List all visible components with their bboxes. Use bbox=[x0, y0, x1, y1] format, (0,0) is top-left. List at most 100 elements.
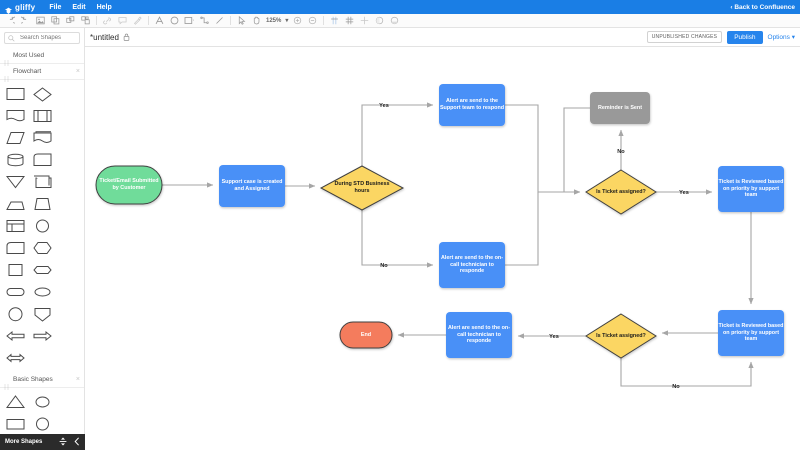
guides-icon[interactable] bbox=[327, 14, 342, 28]
connector-icon[interactable] bbox=[197, 14, 212, 28]
node-reminder[interactable] bbox=[590, 92, 650, 124]
shape-internal-storage[interactable] bbox=[29, 171, 56, 193]
shape-database[interactable] bbox=[2, 149, 29, 171]
text-icon[interactable] bbox=[152, 14, 167, 28]
shape-square[interactable] bbox=[2, 259, 29, 281]
more-shapes-label: More Shapes bbox=[5, 439, 43, 445]
node-std[interactable] bbox=[319, 165, 405, 211]
ungroup-icon[interactable] bbox=[78, 14, 93, 28]
shape-parallelogram[interactable] bbox=[2, 127, 29, 149]
shape-process[interactable] bbox=[2, 83, 29, 105]
shape-big-circle[interactable] bbox=[2, 303, 29, 325]
close-section-icon[interactable]: × bbox=[75, 376, 80, 383]
search-shapes-input[interactable] bbox=[18, 34, 76, 42]
sidebar-section-basic-shapes[interactable]: Basic Shapes × bbox=[0, 372, 84, 390]
edge-reminder-isticket1 bbox=[563, 107, 590, 195]
edge-isticket2-review2 bbox=[620, 358, 754, 387]
layers-icon[interactable] bbox=[387, 14, 402, 28]
shape-shield[interactable] bbox=[29, 303, 56, 325]
node-review-2[interactable] bbox=[718, 310, 784, 356]
edge-label-yes-1: Yes bbox=[379, 103, 389, 109]
menu-edit[interactable]: Edit bbox=[72, 3, 86, 11]
node-alert-oncall-2[interactable] bbox=[446, 312, 512, 358]
rectangle-icon[interactable] bbox=[182, 14, 197, 28]
publish-button[interactable]: Publish bbox=[727, 30, 763, 44]
expand-icon[interactable] bbox=[59, 437, 67, 448]
edge-alertsup-isticket1 bbox=[505, 104, 581, 195]
grid-icon[interactable] bbox=[342, 14, 357, 28]
shape-hexagon[interactable] bbox=[29, 237, 56, 259]
shape-circle[interactable] bbox=[29, 215, 56, 237]
close-section-icon[interactable]: × bbox=[75, 68, 80, 75]
shape-terminator[interactable] bbox=[2, 281, 29, 303]
title-bar-actions: UNPUBLISHED CHANGES Publish Options ▾ bbox=[646, 30, 795, 44]
lock-icon[interactable] bbox=[123, 28, 130, 46]
shape-triangle[interactable] bbox=[2, 391, 29, 413]
shape-merge[interactable] bbox=[2, 171, 29, 193]
edge-std-alertsup bbox=[361, 102, 434, 166]
node-alert-oncall-1[interactable] bbox=[439, 242, 505, 288]
diagram-canvas[interactable]: Yes No No Yes Yes No bbox=[86, 48, 800, 450]
back-to-confluence-link[interactable]: ‹ Back to Confluence bbox=[730, 3, 795, 11]
copy-icon[interactable] bbox=[48, 14, 63, 28]
hand-icon[interactable] bbox=[249, 14, 264, 28]
line-icon[interactable] bbox=[212, 14, 227, 28]
shape-arrow-left[interactable] bbox=[2, 325, 29, 347]
options-button[interactable]: Options ▾ bbox=[767, 34, 795, 41]
pointer-icon[interactable] bbox=[234, 14, 249, 28]
shape-flat-hexagon[interactable] bbox=[29, 259, 56, 281]
edge-label-no-2: No bbox=[617, 149, 625, 155]
node-start[interactable] bbox=[95, 165, 163, 205]
shape-arrow-bidirectional[interactable] bbox=[2, 347, 29, 369]
redo-icon[interactable] bbox=[18, 14, 33, 28]
shape-document[interactable] bbox=[2, 105, 29, 127]
link-icon[interactable] bbox=[100, 14, 115, 28]
node-end[interactable] bbox=[339, 321, 393, 349]
shape-circle-basic[interactable] bbox=[29, 413, 56, 435]
shape-rectangle[interactable] bbox=[2, 413, 29, 435]
unpublished-changes-badge[interactable]: UNPUBLISHED CHANGES bbox=[646, 31, 723, 43]
zoom-dropdown-caret-icon[interactable]: ▾ bbox=[285, 18, 289, 24]
sidebar-section-flowchart[interactable]: Flowchart × bbox=[0, 64, 84, 82]
group-icon[interactable] bbox=[63, 14, 78, 28]
ellipse-icon[interactable] bbox=[167, 14, 182, 28]
shape-multi-document[interactable] bbox=[29, 127, 56, 149]
shape-oval[interactable] bbox=[29, 391, 56, 413]
shape-ellipse[interactable] bbox=[29, 281, 56, 303]
zoom-out-icon[interactable] bbox=[305, 14, 320, 28]
shape-manual-input[interactable] bbox=[29, 193, 56, 215]
node-alert-support[interactable] bbox=[439, 84, 505, 126]
section-title-basic-shapes: Basic Shapes bbox=[13, 376, 53, 383]
node-support[interactable] bbox=[219, 165, 285, 207]
flowchart-shape-grid bbox=[0, 80, 84, 372]
crosshair-icon[interactable] bbox=[357, 14, 372, 28]
node-isticket-1[interactable] bbox=[585, 169, 657, 215]
options-label: Options bbox=[767, 34, 790, 41]
drag-grip-icon bbox=[4, 53, 9, 66]
chevron-left-icon[interactable] bbox=[74, 436, 80, 448]
undo-icon[interactable] bbox=[3, 14, 18, 28]
shape-trapezoid[interactable] bbox=[2, 193, 29, 215]
document-title-bar: *untitled UNPUBLISHED CHANGES Publish Op… bbox=[85, 28, 800, 47]
menu-help[interactable]: Help bbox=[96, 3, 112, 11]
comment-icon[interactable] bbox=[115, 14, 130, 28]
theme-icon[interactable] bbox=[372, 14, 387, 28]
shape-decision[interactable] bbox=[29, 83, 56, 105]
shape-predefined-process[interactable] bbox=[29, 105, 56, 127]
format-painter-icon[interactable] bbox=[130, 14, 145, 28]
more-shapes-bar[interactable]: More Shapes bbox=[0, 434, 85, 450]
document-title[interactable]: *untitled bbox=[90, 32, 119, 42]
shape-manual-operation[interactable] bbox=[29, 149, 56, 171]
node-isticket-2[interactable] bbox=[585, 313, 657, 359]
shape-arrow-right[interactable] bbox=[29, 325, 56, 347]
node-review-1[interactable] bbox=[718, 166, 784, 212]
search-shapes-box[interactable] bbox=[4, 32, 80, 44]
menu-file[interactable]: File bbox=[49, 3, 62, 11]
shape-rounded-rect[interactable] bbox=[2, 237, 29, 259]
zoom-in-icon[interactable] bbox=[290, 14, 305, 28]
toolbar-divider-2 bbox=[148, 16, 149, 25]
shape-table[interactable] bbox=[2, 215, 29, 237]
image-icon[interactable] bbox=[33, 14, 48, 28]
zoom-level-label[interactable]: 125% bbox=[266, 17, 282, 24]
sidebar-section-most-used[interactable]: Most Used bbox=[0, 48, 84, 66]
